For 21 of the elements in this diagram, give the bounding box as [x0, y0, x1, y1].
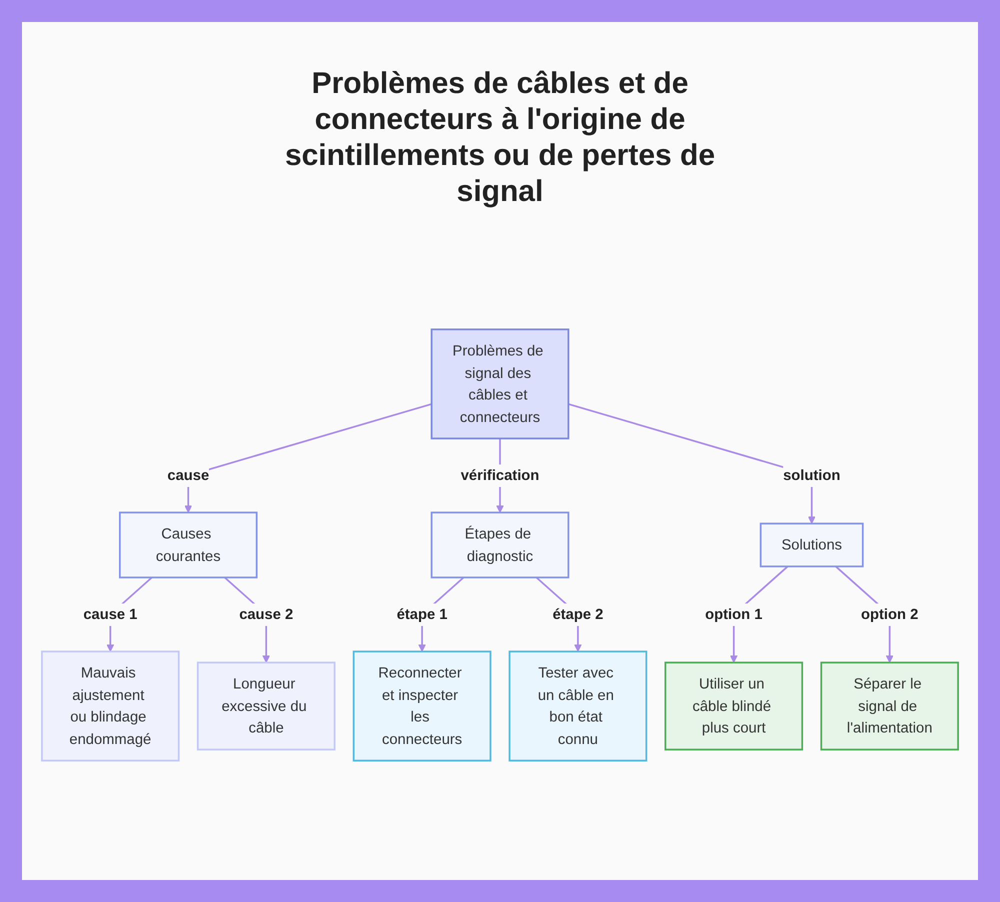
node-box — [760, 522, 864, 568]
edge-label: option 2 — [861, 606, 918, 622]
node-box — [664, 662, 804, 750]
arrow — [184, 403, 432, 513]
edge-label: cause 1 — [83, 606, 138, 622]
node-box — [196, 662, 336, 750]
node-box — [820, 662, 959, 750]
node-box — [119, 512, 258, 578]
node-box — [430, 328, 570, 440]
node-box — [352, 650, 492, 762]
edge-label: option 1 — [705, 606, 762, 622]
node-box — [430, 512, 570, 578]
diagram-title: Problèmes de câbles et de connecteurs à l'origine de scintillements ou de pertes de signal — [284, 66, 716, 210]
edge-label: cause 2 — [239, 606, 294, 622]
node-box — [41, 650, 180, 762]
edge-label: étape 2 — [552, 606, 604, 622]
edge-label: vérification — [460, 467, 540, 484]
edge-label: solution — [783, 467, 840, 484]
node-box — [508, 650, 648, 762]
edge-label: cause — [167, 467, 210, 484]
edge-label: étape 1 — [396, 606, 448, 622]
